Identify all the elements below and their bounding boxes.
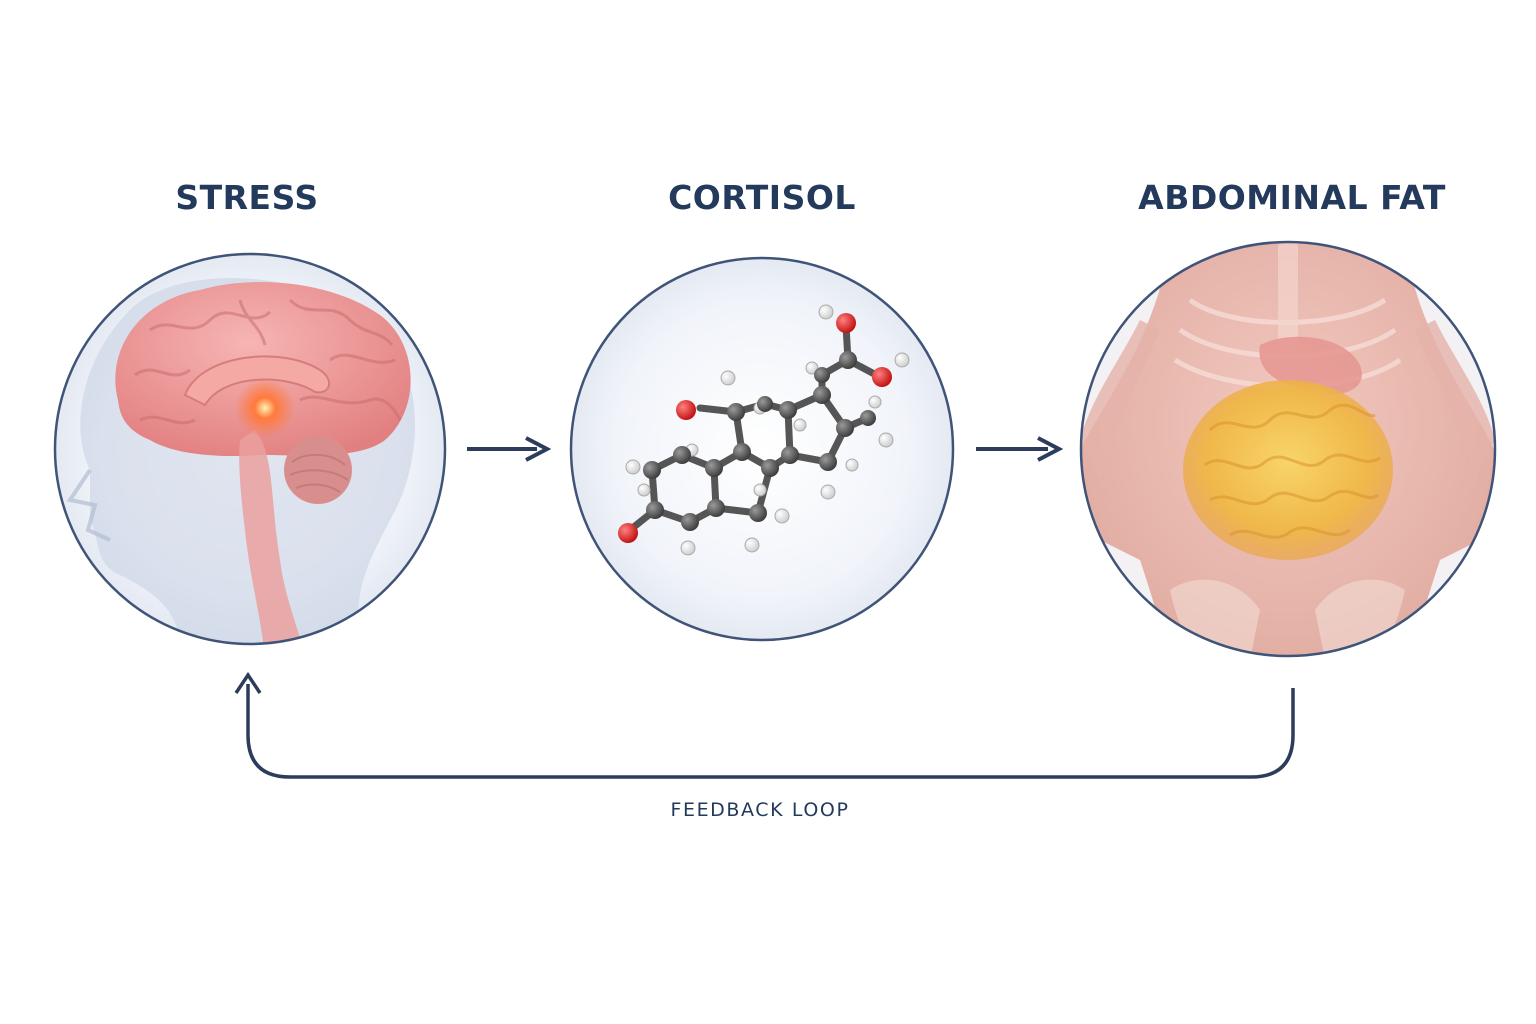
stress-circle [55, 254, 445, 660]
cortisol-circle [571, 258, 953, 640]
arrow-stress-to-cortisol [467, 438, 547, 460]
arrow-cortisol-to-fat [976, 438, 1059, 460]
abdominal-fat-circle [1078, 240, 1499, 700]
feedback-loop-arrow [236, 675, 1293, 777]
feedback-loop-label: FEEDBACK LOOP [610, 799, 910, 821]
